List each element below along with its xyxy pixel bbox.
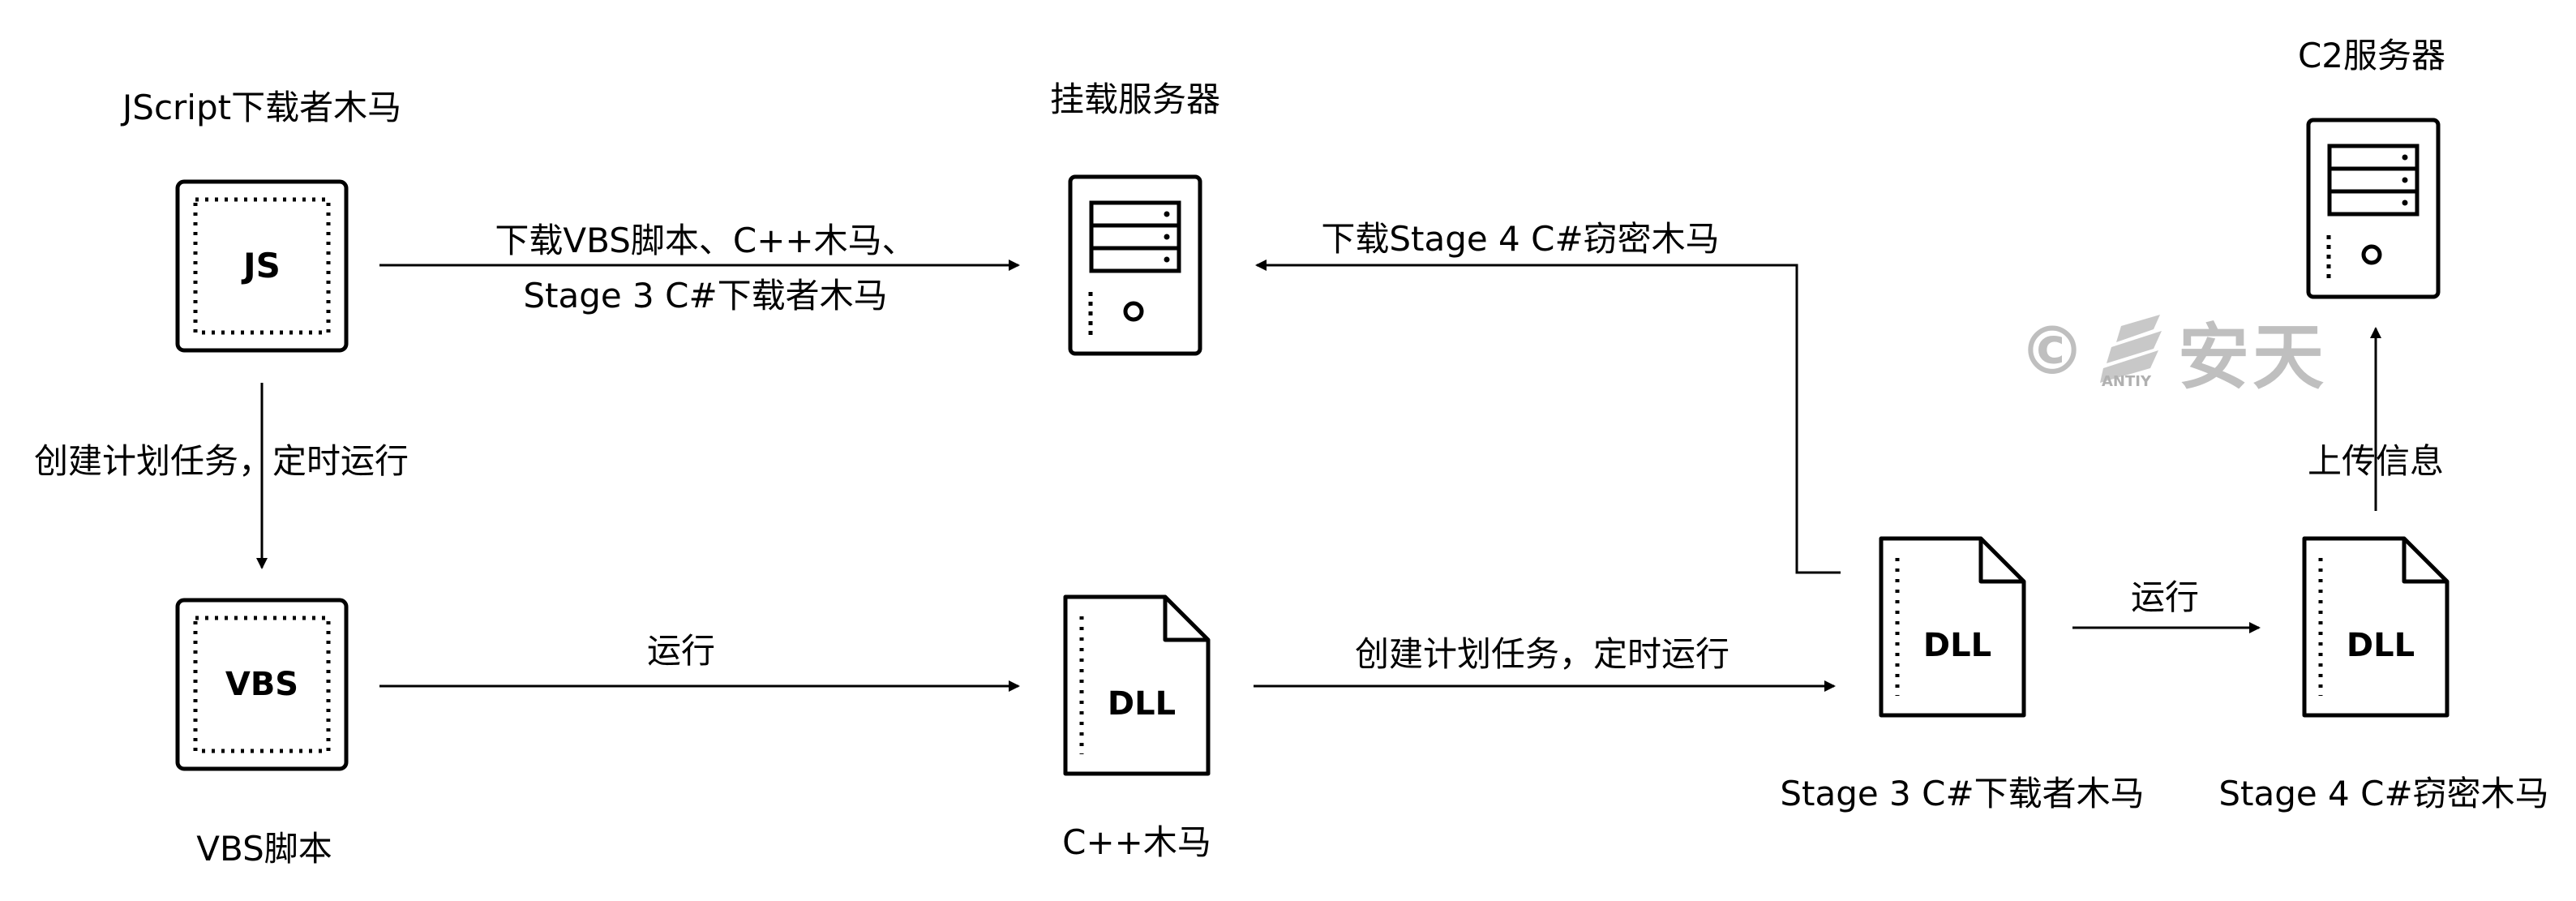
mount-server-icon <box>1068 174 1202 356</box>
edge-label-js-to-mount-line1: 下载VBS脚本、C++木马、 <box>495 221 916 260</box>
stage4-stealer-title: Stage 4 C#窃密木马 <box>2218 774 2549 813</box>
edge-label-vbs-to-cpp: 运行 <box>646 631 716 671</box>
edge-label-stage3-to-mount: 下载Stage 4 C#窃密木马 <box>1321 219 1720 259</box>
edge-label-stage3-to-stage4: 运行 <box>2130 577 2200 617</box>
copyright-icon: © <box>2019 313 2085 390</box>
stage3-downloader-title: Stage 3 C#下载者木马 <box>1780 774 2145 813</box>
js-icon-label: JS <box>241 246 281 285</box>
c2-server-title: C2服务器 <box>2297 36 2446 75</box>
edge-label-js-to-mount-line2: Stage 3 C#下载者木马 <box>523 276 888 315</box>
antiy-logo-icon: ANTIY <box>2097 311 2170 393</box>
vbs-file-icon: VBS <box>175 598 349 771</box>
edge-label-js-to-vbs: 创建计划任务，定时运行 <box>34 441 409 481</box>
stage3-dll-icon: DLL <box>1879 536 2026 718</box>
vbs-icon-label: VBS <box>225 666 298 703</box>
stage4-dll-label: DLL <box>2347 627 2415 664</box>
edge-label-stage4-to-c2: 上传信息 <box>2307 441 2445 481</box>
watermark-text: 安天 <box>2178 315 2328 399</box>
js-trojan-title: JScript下载者木马 <box>122 88 402 127</box>
cpp-dll-label: DLL <box>1108 685 1176 723</box>
cpp-trojan-title: C++木马 <box>1062 822 1211 862</box>
edge-label-cpp-to-stage3: 创建计划任务，定时运行 <box>1354 634 1730 674</box>
mount-server-title: 挂载服务器 <box>1049 79 1221 119</box>
stage4-dll-icon: DLL <box>2302 536 2450 718</box>
watermark-small-text: ANTIY <box>2102 372 2152 390</box>
js-file-icon: JS <box>175 179 349 353</box>
c2-server-icon <box>2306 118 2441 299</box>
vbs-script-title: VBS脚本 <box>196 829 332 869</box>
arrow-stage3-to-mount <box>1255 260 1841 574</box>
cpp-dll-icon: DLL <box>1063 594 1211 776</box>
stage3-dll-label: DLL <box>1923 627 1991 664</box>
antiy-watermark: © ANTIY 安天 <box>2019 300 2327 403</box>
